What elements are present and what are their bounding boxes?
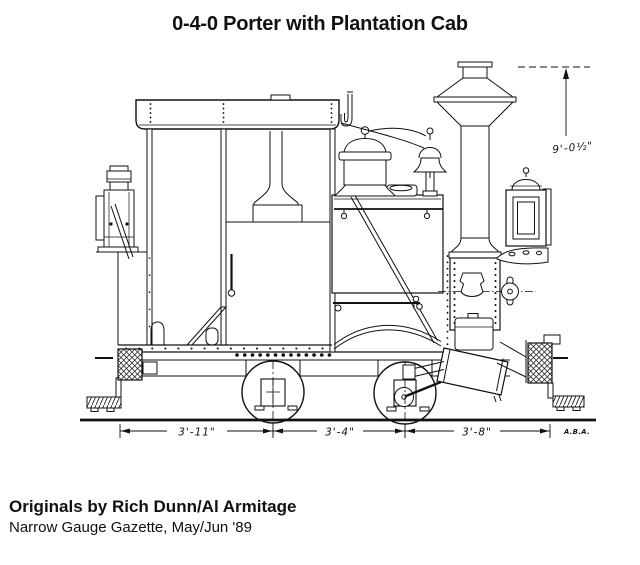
crosshead-guides [411,361,445,378]
smokestack [433,61,517,259]
cylinder-assembly [402,313,509,403]
steam-dome [333,126,427,197]
artist-signature: A.B.A. [563,428,590,436]
rear-step [86,357,122,412]
length-dimensions: 3'-11" 3'-4" 3'-8" A.B.A. [119,423,590,439]
front-step [547,382,585,411]
whistle-cord [368,127,427,137]
cylinder [436,347,509,396]
builder-plate [459,272,485,297]
wheelbase-dimension-middle: 3'-4" [325,427,355,439]
sand-pipe [350,194,438,344]
bell-cord [340,122,425,149]
rear-pilot-beam [117,348,143,381]
headlight-bracket [496,247,549,265]
credits: Originals by Rich Dunn/Al Armitage Narro… [9,496,296,537]
arrow-up-icon [563,68,569,79]
boiler-tank [331,194,449,350]
smokebox-door-wheel [501,282,519,301]
front-driver-wheel [373,361,437,425]
credit-publication: Narrow Gauge Gazette, May/Jun '89 [9,518,252,536]
lantern-handle [110,203,134,260]
rear-lantern [95,165,139,260]
feed-pipe [333,324,442,350]
height-dimension-label: 9'-0½" [552,140,594,156]
main-rod [405,380,442,398]
headlight-lantern [496,167,552,265]
page-title: 0-4-0 Porter with Plantation Cab [172,13,468,35]
wheelbase-dimension-front: 3'-8" [462,427,492,439]
credit-originals: Originals by Rich Dunn/Al Armitage [9,497,297,516]
front-pilot [496,334,568,384]
crosshead [402,364,416,380]
overflow-pipe [340,91,353,127]
bell [340,122,448,197]
wheelbase-dimension-rear: 3'-11" [178,427,216,439]
height-dimension: 9'-0½" [518,66,594,156]
